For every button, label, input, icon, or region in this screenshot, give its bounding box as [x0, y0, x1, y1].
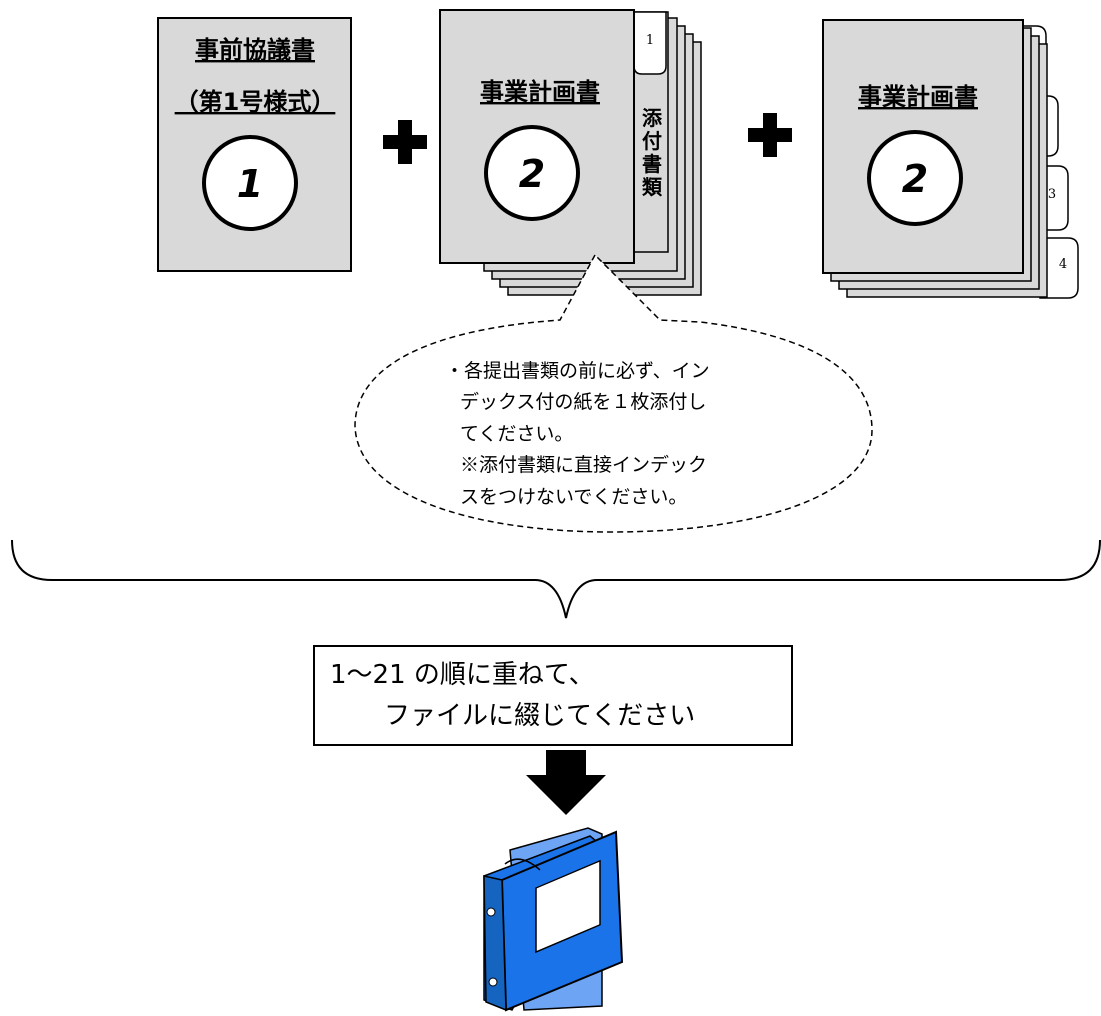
binder-ring: [488, 977, 498, 987]
instruction-line-2: ファイルに綴じてください: [384, 701, 695, 731]
doc2-number: 2: [519, 152, 545, 196]
doc1-number-circle: [202, 135, 298, 231]
doc1-number: 1: [237, 162, 263, 206]
grouping-brace: [11, 539, 1101, 619]
note-line-5: スをつけないでください。: [460, 486, 687, 508]
doc3-number-circle: [867, 130, 963, 226]
svg-text:4: 4: [1059, 257, 1067, 272]
svg-text:添: 添: [642, 106, 663, 130]
svg-text:書: 書: [642, 152, 662, 176]
svg-text:3: 3: [1048, 187, 1056, 202]
arrow-down-icon: [526, 750, 606, 815]
plus-sign-1: [383, 120, 427, 164]
doc3-title: 事業計画書: [858, 83, 978, 111]
note-line-4: ※添付書類に直接インデック: [460, 454, 707, 476]
plus-sign-2: [748, 113, 792, 157]
doc2-title: 事業計画書: [480, 78, 600, 106]
doc3-number: 2: [902, 157, 928, 201]
note-line-1: ・各提出書類の前に必ず、イン: [445, 360, 710, 382]
svg-text:1: 1: [646, 33, 654, 48]
doc1-title-line1: 事前協議書: [195, 36, 315, 64]
instruction-line-1: 1～21 の順に重ねて、: [330, 660, 595, 690]
doc1-title-line2: （第1号様式）: [175, 88, 336, 116]
document-2: 添 付 書 類 1 事業計画書 2: [439, 9, 702, 296]
document-1: 事前協議書 （第1号様式） 1: [157, 17, 352, 272]
note-line-2: デックス付の紙を１枚添付し: [460, 391, 706, 413]
document-3: 4 3 2 1 事業計画書 2: [822, 19, 1079, 299]
doc2-number-circle: [484, 125, 580, 221]
attachment-side-label: 添 付 書 類: [642, 106, 663, 199]
svg-text:類: 類: [642, 175, 663, 199]
binder-label: [535, 859, 601, 954]
index-tab: [1039, 237, 1079, 299]
svg-text:付: 付: [642, 129, 662, 153]
instruction-box: 1～21 の順に重ねて、 ファイルに綴じてください: [313, 645, 793, 746]
binder-ring: [486, 907, 496, 917]
note-bubble: ・各提出書類の前に必ず、イン デックス付の紙を１枚添付し てください。 ※添付書…: [354, 253, 873, 533]
note-line-3: てください。: [460, 423, 573, 445]
binder-icon: [483, 827, 624, 1012]
